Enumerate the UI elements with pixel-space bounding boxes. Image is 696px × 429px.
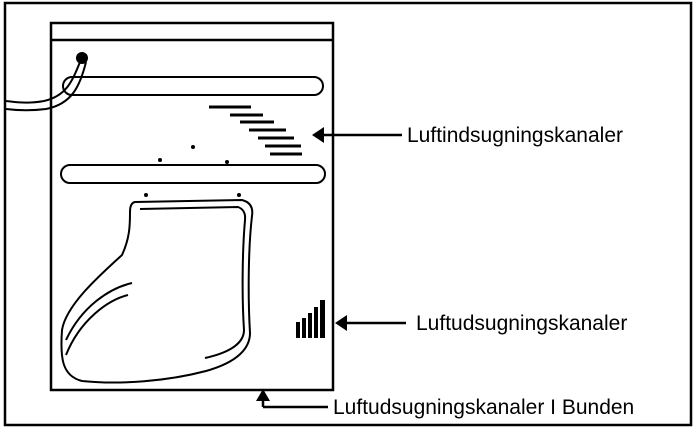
exhaust-vent-bar	[314, 307, 318, 338]
cord-plug	[76, 52, 88, 64]
marker-dot	[191, 145, 195, 149]
arrow-intake	[312, 127, 402, 143]
marker-dot	[225, 160, 229, 164]
small-markers	[144, 145, 241, 197]
boot-inner	[139, 205, 247, 359]
exhaust-vent-bar	[320, 300, 325, 338]
label-intake-channels: Luftindsugningskanaler	[407, 124, 623, 147]
intake-vents	[209, 105, 302, 156]
exhaust-vents	[296, 300, 325, 338]
marker-dot	[144, 193, 148, 197]
marker-dot	[158, 158, 162, 162]
arrow-bottom-exhaust	[256, 389, 328, 409]
exhaust-vent-bar	[302, 318, 306, 338]
power-cord	[5, 52, 88, 112]
exhaust-vent-bar	[308, 313, 312, 338]
marker-dot	[237, 193, 241, 197]
appliance-body	[49, 21, 335, 392]
exhaust-vent-bar	[296, 322, 300, 338]
outer-frame	[3, 1, 693, 427]
boot-toe-curve-1	[65, 294, 129, 356]
shelf-rail-lower	[60, 164, 326, 184]
shelf-rail-upper	[62, 76, 324, 96]
boot-basket	[60, 198, 254, 384]
label-exhaust-channels: Luftudsugningskanaler	[416, 312, 628, 335]
arrow-exhaust	[335, 315, 406, 331]
boot-outer	[60, 198, 254, 384]
label-bottom-exhaust-channels: Luftudsugningskanaler I Bunden	[333, 396, 635, 419]
boot-toe-curve-2	[65, 282, 133, 341]
